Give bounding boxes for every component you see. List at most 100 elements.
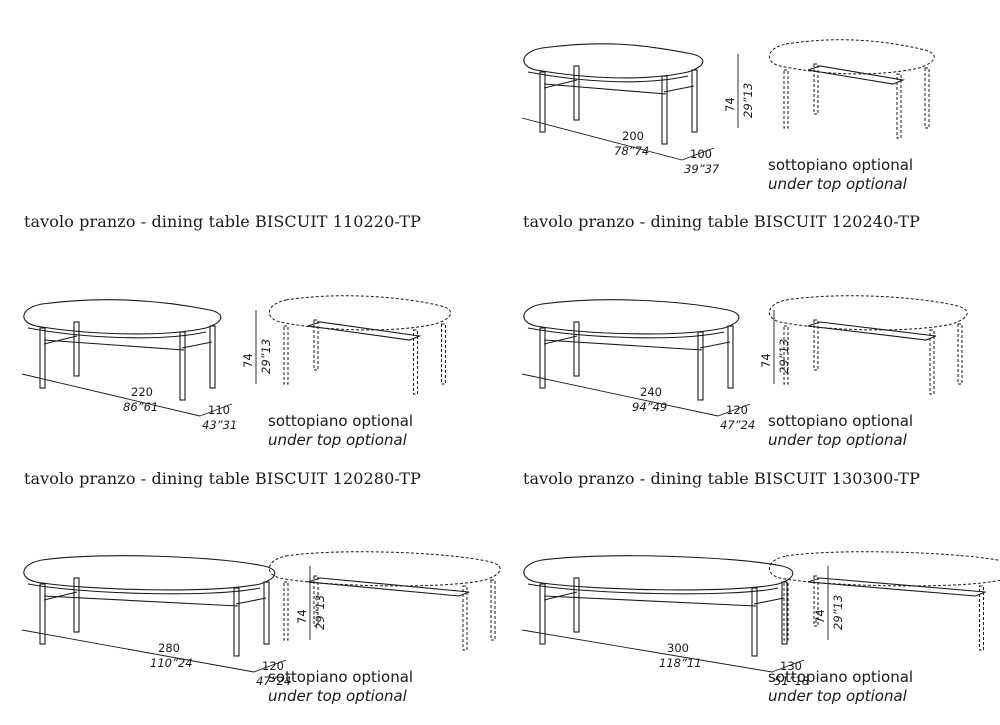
under-top-label-it: sottopiano optional <box>768 668 914 686</box>
table-leg <box>539 327 546 389</box>
dashed-table-leg <box>313 575 319 627</box>
table-leg <box>573 321 580 377</box>
length-cm-label: 220 <box>131 385 153 399</box>
table-leg <box>539 71 546 133</box>
dashed-table-top <box>269 551 501 587</box>
length-in-label: 78”74 <box>614 144 649 158</box>
table-leg <box>661 75 668 145</box>
table-leg <box>233 587 240 657</box>
table-top-edge <box>527 583 779 595</box>
table-stretcher-cross <box>753 597 785 605</box>
table-stretcher-cross <box>663 85 695 93</box>
dashed-table-leg <box>490 579 496 641</box>
length-in-label: 118”11 <box>659 656 702 670</box>
table-top-edge <box>527 327 725 339</box>
dashed-table-leg <box>313 319 319 371</box>
table-solid-view <box>523 43 704 145</box>
dashed-table-top <box>769 39 935 75</box>
dashed-table-top <box>769 295 968 331</box>
table-top <box>23 299 222 335</box>
under-top-label-en: under top optional <box>268 431 407 449</box>
table-stretcher-cross <box>181 341 213 349</box>
table-leg <box>39 583 46 645</box>
under-top-label-it: sottopiano optional <box>268 412 414 430</box>
table-dashed-view <box>269 551 501 651</box>
height-in-label: 29”13 <box>741 83 755 118</box>
table-solid-view <box>23 555 276 657</box>
height-cm-label: 74 <box>295 609 309 624</box>
height-cm-label: 74 <box>759 353 773 368</box>
depth-cm-label: 100 <box>690 147 712 161</box>
dashed-table-leg <box>462 585 468 651</box>
dashed-table-leg <box>783 581 789 641</box>
dashed-table-leg <box>783 325 789 385</box>
table-leg <box>691 69 698 133</box>
table-stretcher <box>43 339 185 351</box>
table-leg <box>727 325 734 389</box>
under-top-shelf <box>307 577 470 597</box>
table-solid-view <box>23 299 222 401</box>
length-in-label: 86”61 <box>123 400 158 414</box>
depth-cm-label: 120 <box>726 403 748 417</box>
under-top-label-en: under top optional <box>768 431 907 449</box>
table-stretcher <box>543 339 703 351</box>
table-leg <box>751 587 758 657</box>
table-stretcher-cross <box>43 335 78 345</box>
depth-in-label: 39”37 <box>684 162 720 176</box>
dimension-lines <box>21 310 257 417</box>
depth-cm-label: 120 <box>262 659 284 673</box>
depth-in-label: 51”18 <box>774 674 809 688</box>
length-cm-label: 280 <box>158 641 180 655</box>
title-120280: tavolo pranzo - dining table BISCUIT 120… <box>24 469 421 488</box>
table-stretcher-cross <box>543 591 578 601</box>
table-stretcher-cross <box>43 591 78 601</box>
under-top-shelf <box>807 321 937 341</box>
dashed-table-leg <box>929 329 935 395</box>
dashed-table-leg <box>813 575 819 627</box>
table-leg <box>209 325 216 389</box>
depth-cm-label: 130 <box>780 659 802 673</box>
length-cm-label: 200 <box>622 129 644 143</box>
dimension-lines <box>521 310 775 417</box>
under-top-label-en: under top optional <box>768 175 907 193</box>
length-in-label: 94”49 <box>632 400 667 414</box>
depth-in-label: 47”24 <box>256 674 291 688</box>
dashed-table-leg <box>979 585 984 651</box>
under-top-label-en: under top optional <box>768 687 907 705</box>
table-top <box>523 299 740 335</box>
table-leg <box>573 65 580 121</box>
table-leg <box>539 583 546 645</box>
table-leg <box>179 331 186 401</box>
table-stretcher <box>543 595 757 607</box>
height-cm-label: 74 <box>723 97 737 112</box>
dashed-table-leg <box>283 325 289 385</box>
dashed-table-leg <box>283 581 289 641</box>
dashed-table-leg <box>924 67 930 129</box>
table-stretcher-cross <box>543 79 578 89</box>
table-dashed-view <box>769 295 968 395</box>
dimension-lines <box>521 54 739 161</box>
dashed-table-leg <box>957 323 963 385</box>
height-in-label: 29”13 <box>313 595 327 630</box>
table-stretcher <box>43 595 239 607</box>
length-cm-label: 240 <box>640 385 662 399</box>
under-top-label-en: under top optional <box>268 687 407 705</box>
table-top <box>523 43 704 79</box>
table-top-edge <box>27 327 207 339</box>
height-in-label: 29”13 <box>831 595 845 630</box>
dashed-table-leg <box>441 323 446 385</box>
under-top-label-it: sottopiano optional <box>768 156 914 174</box>
table-top <box>23 555 276 591</box>
dashed-table-leg <box>783 69 789 129</box>
